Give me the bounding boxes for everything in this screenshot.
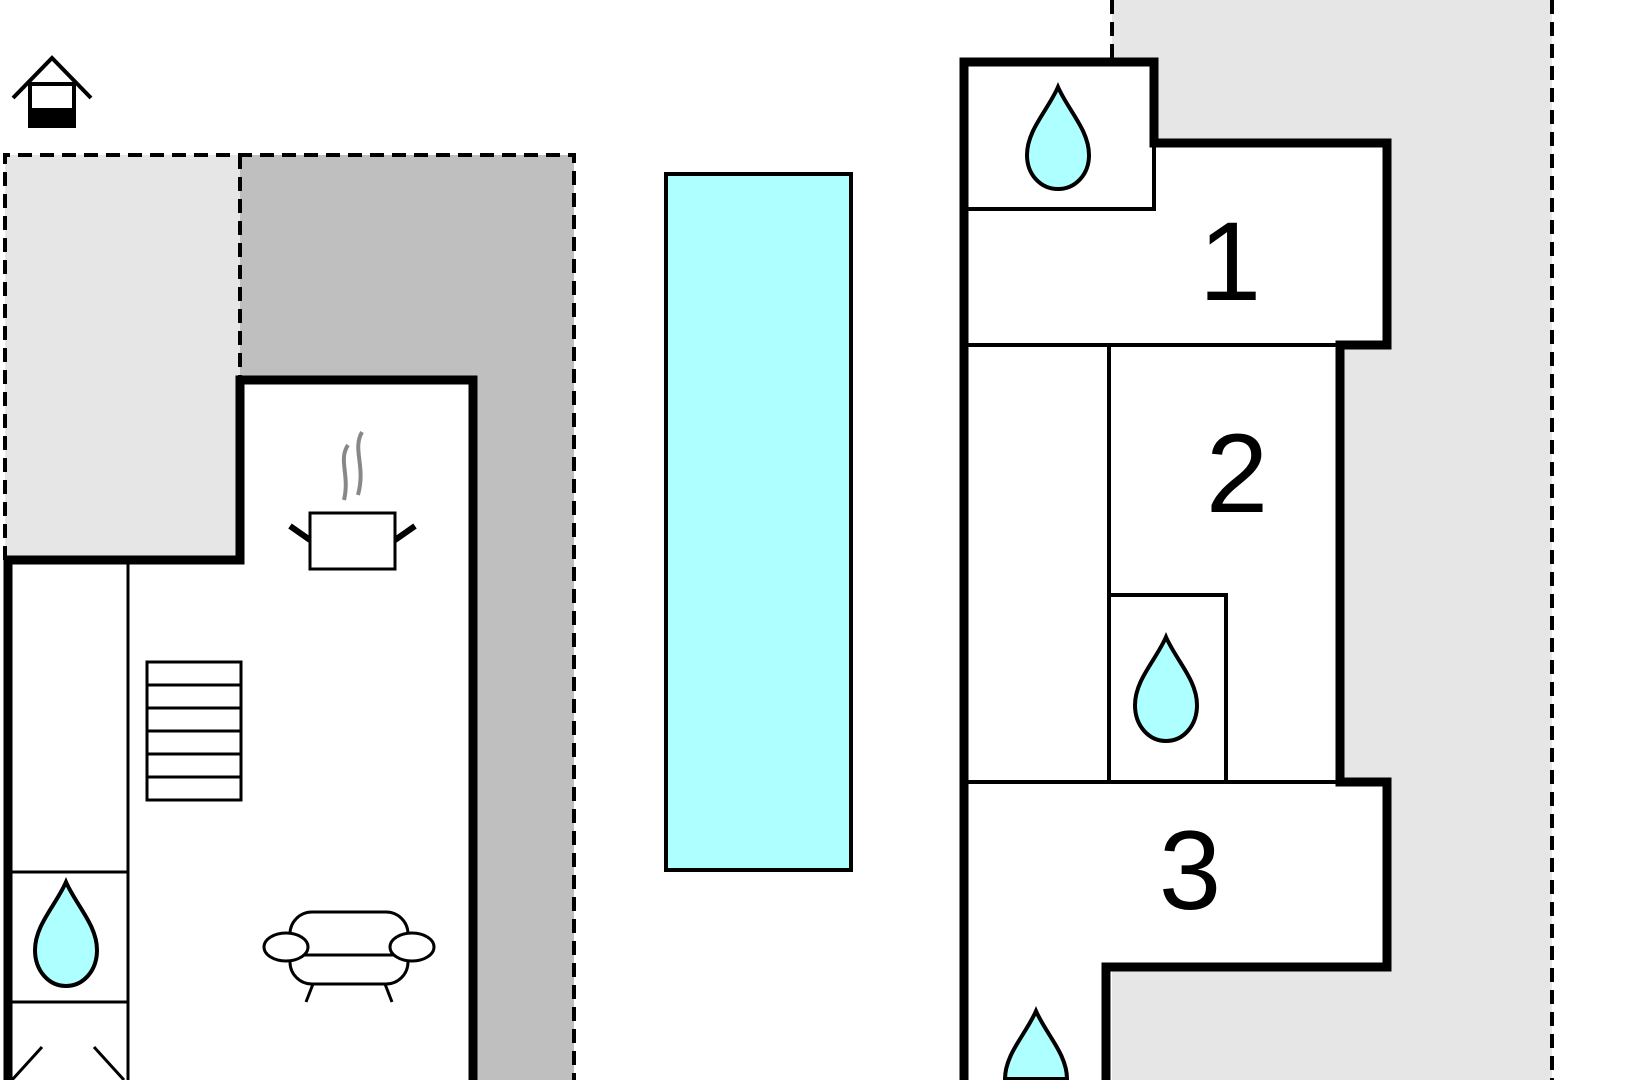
right-building-walls bbox=[959, 57, 1392, 1080]
right-area-dashed-border bbox=[1110, 0, 1554, 1080]
left-building-walls bbox=[3, 375, 478, 1080]
room-number-2: 2 bbox=[1206, 411, 1268, 536]
terrace-dashed-border bbox=[3, 153, 576, 1080]
left-bottom-diagonal bbox=[10, 1045, 126, 1080]
bath-1-walls bbox=[968, 143, 1156, 211]
water-drop-icon bbox=[1002, 1005, 1070, 1080]
water-drop-icon bbox=[1132, 631, 1200, 744]
stairs-icon bbox=[145, 660, 243, 802]
sofa-icon bbox=[262, 910, 436, 1003]
room-number-1: 1 bbox=[1199, 199, 1261, 324]
water-drop-icon bbox=[1024, 81, 1092, 192]
water-drop-icon bbox=[32, 876, 100, 989]
swimming-pool bbox=[664, 172, 853, 872]
right-building bbox=[959, 57, 1392, 1080]
house-entrance-icon bbox=[11, 55, 93, 128]
bath-2-walls bbox=[1109, 593, 1228, 782]
cooking-pot-icon bbox=[288, 431, 417, 571]
right-building-fill bbox=[964, 62, 1387, 1080]
room-number-3: 3 bbox=[1159, 808, 1221, 933]
terrace-light bbox=[5, 155, 240, 560]
